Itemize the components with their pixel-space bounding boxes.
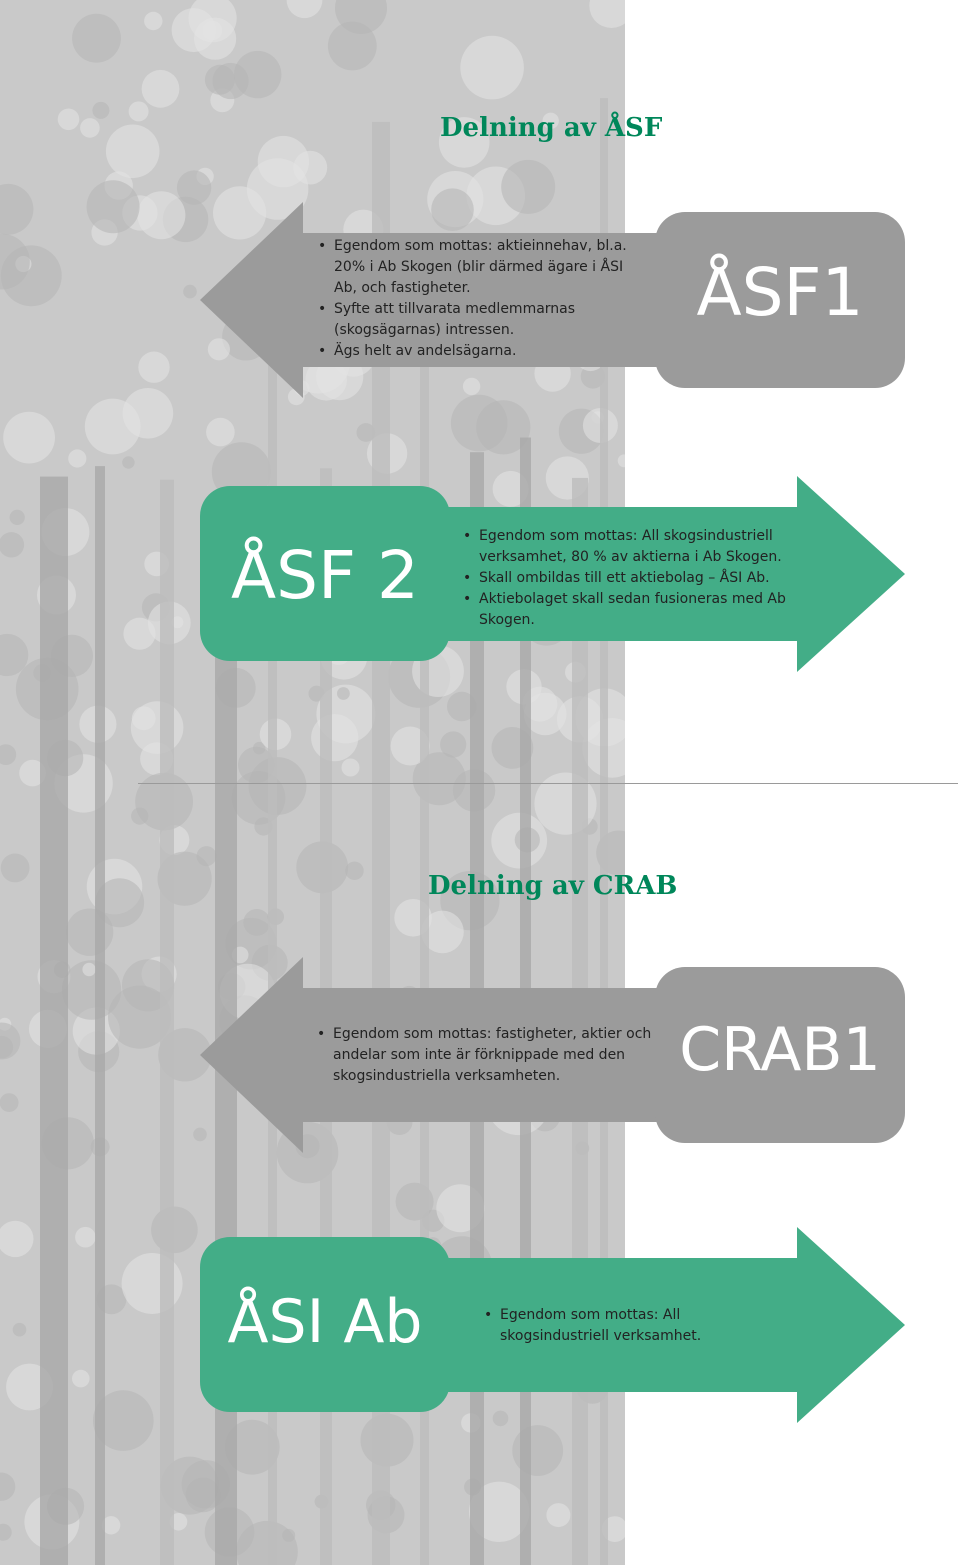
asi-ab-box <box>200 1237 450 1412</box>
asf1-box <box>655 212 905 388</box>
list-item: Skall ombildas till ett aktiebolag – ÅSI… <box>459 568 809 589</box>
list-item: Syfte att tillvarata medlemmarnas (skogs… <box>314 299 650 341</box>
asf2-box <box>200 486 450 661</box>
asf1-bullet-list: Egendom som mottas: aktieinnehav, bl.a. … <box>314 236 650 362</box>
section-title-crab: Delning av CRAB <box>428 871 678 901</box>
crab1-box <box>655 967 905 1143</box>
asf2-label: ÅSF 2 <box>231 537 419 614</box>
list-item: Ägs helt av andelsägarna. <box>314 341 650 362</box>
list-item: Egendom som mottas: aktieinnehav, bl.a. … <box>314 236 650 299</box>
asf1-label: ÅSF1 <box>696 254 864 331</box>
crab1-bullet-list: Egendom som mottas: fastigheter, aktier … <box>313 1024 653 1087</box>
section-divider <box>138 783 958 784</box>
section-title-asf: Delning av ÅSF <box>440 113 663 143</box>
list-item: Egendom som mottas: fastigheter, aktier … <box>313 1024 653 1087</box>
asf2-bullet-list: Egendom som mottas: All skogsindustriell… <box>459 526 809 631</box>
asi-ab-label: ÅSI Ab <box>227 1287 423 1357</box>
list-item: Aktiebolaget skall sedan fusioneras med … <box>459 589 809 631</box>
crab1-label: CRAB1 <box>679 1015 881 1085</box>
list-item: Egendom som mottas: All skogsindustriell… <box>480 1305 780 1347</box>
list-item: Egendom som mottas: All skogsindustriell… <box>459 526 809 568</box>
asi-ab-bullet-list: Egendom som mottas: All skogsindustriell… <box>480 1305 780 1347</box>
